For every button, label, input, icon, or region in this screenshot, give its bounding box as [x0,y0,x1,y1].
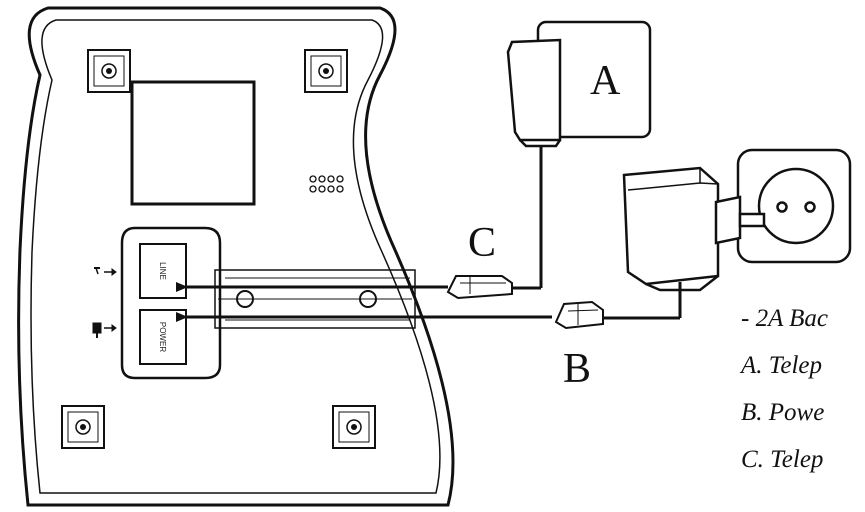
caption: - 2A Bac A. Telep B. Powe C. Telep [739,305,828,473]
power-plug [554,300,604,330]
power-jack-label: POWER [158,322,167,352]
line-jack-label: LINE [158,262,167,280]
power-adapter [622,166,766,292]
screw-bottom-left [61,405,105,449]
base-unit: LINE POWER [17,6,455,507]
telephone-plug [446,275,513,300]
power-plug-icon [92,322,117,338]
power-cable [176,282,682,322]
screw-top-left [87,49,131,93]
screw-bottom-right [332,405,376,449]
caption-line-2: A. Telep [739,352,822,379]
caption-line-1: - 2A Bac [741,305,828,332]
label-b: B [563,346,591,392]
label-c: C [468,220,496,266]
cable-channel [214,269,416,329]
caption-line-3: B. Powe [741,399,824,426]
telephone-cable [176,146,543,292]
jack-panel [120,226,222,380]
power-outlet [736,148,852,264]
telephone-wall-socket [506,20,652,148]
label-plate [130,80,256,206]
label-a: A [590,58,621,104]
caption-line-4: C. Telep [741,446,823,473]
speaker-holes [309,175,344,193]
screw-top-right [304,49,348,93]
phone-line-icon [94,267,117,276]
